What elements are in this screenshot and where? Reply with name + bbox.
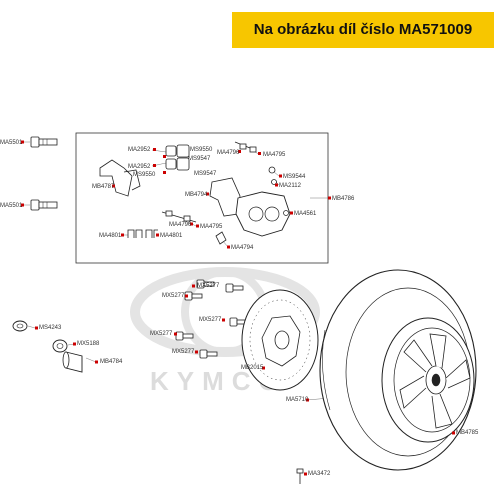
label-ma2952-upper: MA2952 xyxy=(128,147,151,153)
valve-ma3472 xyxy=(296,468,304,484)
label-ma3472: MA3472 xyxy=(308,471,331,477)
label-mb2015: MB2015 xyxy=(241,365,264,371)
label-ma2952-lower: MA2952 xyxy=(128,164,151,170)
label-mb4784: MB4784 xyxy=(100,359,123,365)
pad-clips-ma4801 xyxy=(127,229,158,238)
caliper-bracket-mb4794 xyxy=(209,177,241,217)
bleed-screw xyxy=(234,141,257,153)
pin-ma4794 xyxy=(215,231,227,245)
label-mx5277-1: MX5277 xyxy=(197,283,220,289)
label-ms9550-upper: MS9550 xyxy=(190,147,213,153)
bolt-ma5501-lower xyxy=(30,199,58,211)
pin-parts xyxy=(268,166,277,185)
washer-mx5188 xyxy=(52,339,68,353)
label-mx5188: MX5188 xyxy=(77,341,100,347)
label-ms9547-upper: MS9547 xyxy=(188,156,211,162)
label-mx5277-2: MX5277 xyxy=(162,293,185,299)
part-labels: MA5501 MA5501 MA2952 MS9550 MS9547 MA295… xyxy=(0,140,479,477)
bolt-ma5501-upper xyxy=(30,136,58,148)
label-mb4787: MB4787 xyxy=(92,184,115,190)
label-mb4786: MB4786 xyxy=(332,196,355,202)
part-number-banner: Na obrázku díl číslo MA571009 xyxy=(232,12,494,48)
axle-nut-ms4243 xyxy=(12,320,28,332)
pad-spring-mb4787 xyxy=(99,159,133,197)
label-mx5277-5: MX5277 xyxy=(172,349,195,355)
label-ms9544: MS9544 xyxy=(283,174,306,180)
label-markers xyxy=(21,140,455,476)
label-ma2112: MA2112 xyxy=(279,183,302,189)
label-ms9550-lower: MS9550 xyxy=(133,172,156,178)
label-ma4796-upper: MA4796 xyxy=(217,150,240,156)
label-ma5710: MA5710 xyxy=(286,397,309,403)
brake-disc-mb2015 xyxy=(241,289,319,391)
caliper-nut-ma4561 xyxy=(283,210,289,216)
label-ma5501-lower: MA5501 xyxy=(0,203,23,209)
label-mb4794: MB4794 xyxy=(185,192,208,198)
label-ma4561: MA4561 xyxy=(294,211,317,217)
wheel-rim-mb4785 xyxy=(381,317,475,443)
label-ms4243: MS4243 xyxy=(39,325,62,331)
label-ma5501-upper: MA5501 xyxy=(0,140,23,146)
label-ma4796-lower: MA4796 xyxy=(169,222,192,228)
label-ms9547-lower: MS9547 xyxy=(194,171,217,177)
label-mx5277-4: MX5277 xyxy=(150,331,173,337)
label-ma4795-upper: MA4795 xyxy=(263,152,286,158)
part-number-text: Na obrázku díl číslo MA571009 xyxy=(253,21,473,38)
label-mx5277-3: MX5277 xyxy=(199,317,222,323)
collar-mb4784 xyxy=(62,351,83,373)
label-ma4801-right: MA4801 xyxy=(160,233,183,239)
axle-bolts-mx5277 xyxy=(175,279,248,359)
caliper-pistons xyxy=(165,144,190,171)
label-ma4794: MA4794 xyxy=(231,245,254,251)
label-ma4801-left: MA4801 xyxy=(99,233,122,239)
label-ma4795-lower: MA4795 xyxy=(200,224,223,230)
slide-pin xyxy=(161,210,197,223)
label-mb4785: MB4785 xyxy=(456,430,479,436)
